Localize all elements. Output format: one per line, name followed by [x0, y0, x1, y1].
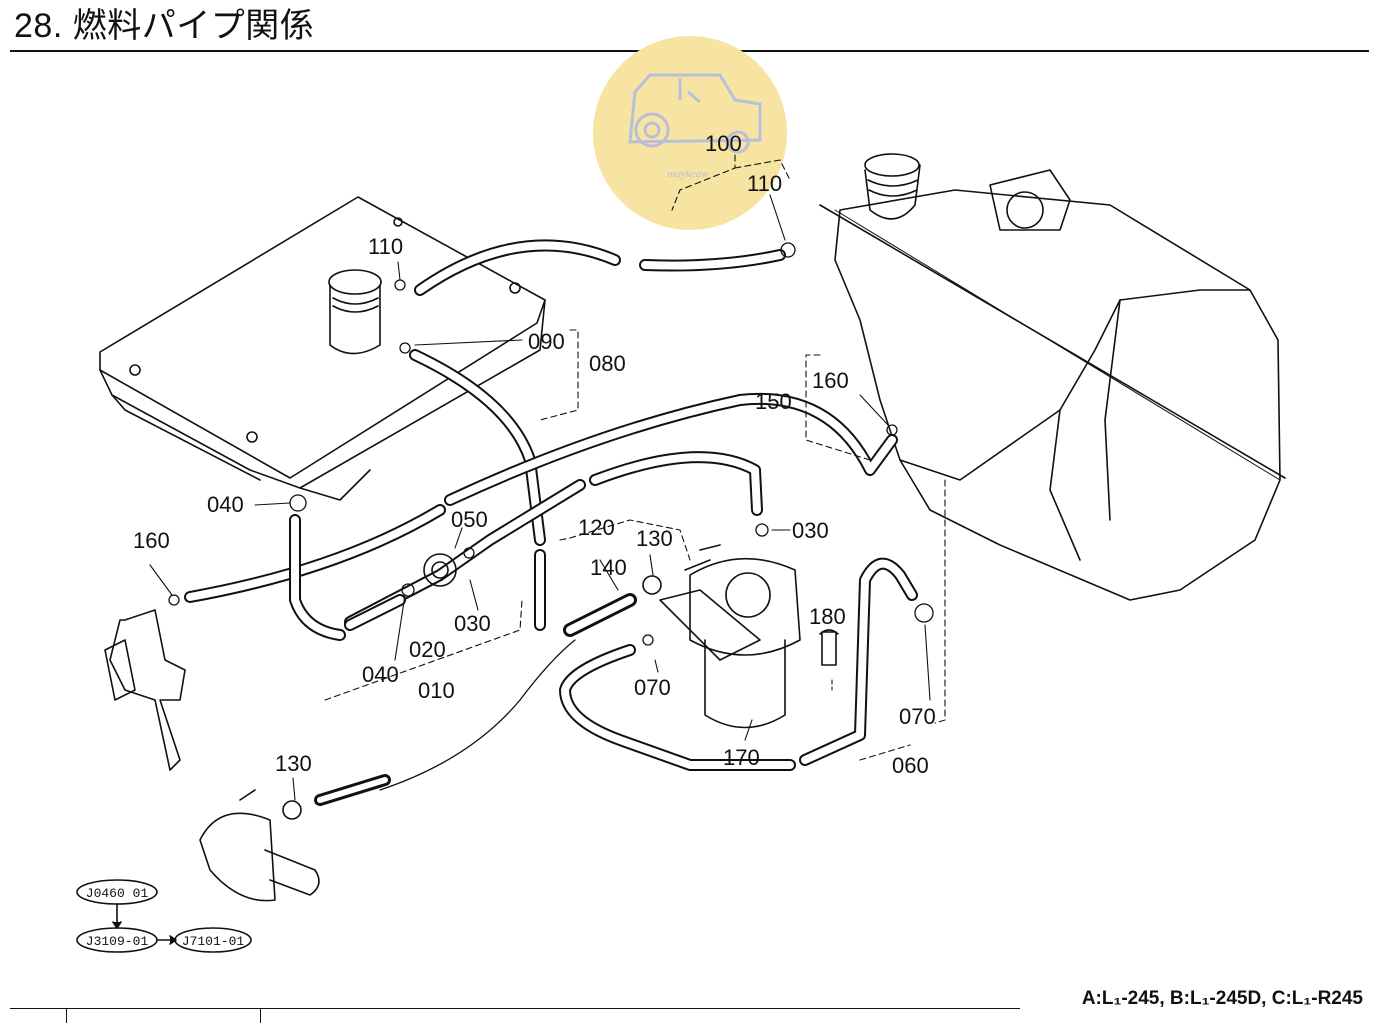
left-fuel-tank [99, 196, 546, 501]
footer-divider [66, 1009, 67, 1023]
footer-table [10, 1008, 1020, 1023]
label-110-left: 110 [368, 234, 403, 259]
ref-codes: J0460 01 J3109-01 J7101-01 [86, 886, 245, 949]
ref-flow [76, 879, 252, 953]
ref-code-j0460: J0460 01 [86, 886, 149, 901]
label-030-right: 030 [792, 518, 829, 543]
label-160-right: 160 [812, 368, 849, 393]
label-120: 120 [578, 515, 615, 540]
leader-lines [149, 154, 946, 801]
label-140: 140 [590, 555, 627, 580]
label-020: 020 [409, 637, 446, 662]
label-180: 180 [809, 604, 846, 629]
watermark-text: maykeaw [668, 168, 710, 180]
clamps [168, 242, 934, 646]
label-010: 010 [418, 678, 455, 703]
ref-code-j3109: J3109-01 [86, 934, 149, 949]
label-150: 150 [755, 389, 792, 414]
footer-divider [260, 1009, 261, 1023]
right-fuel-tank [819, 153, 1286, 601]
label-030-mid: 030 [454, 611, 491, 636]
label-040-low: 040 [362, 662, 399, 687]
label-130-top: 130 [636, 526, 673, 551]
page-title: 28. 燃料パイプ関係 [14, 7, 315, 45]
fuel-pump [199, 774, 391, 902]
label-060: 060 [892, 753, 929, 778]
label-080: 080 [589, 351, 626, 376]
label-100: 100 [705, 131, 742, 156]
label-110-top: 110 [747, 171, 782, 196]
model-applicability: A:L₁-245, B:L₁-245D, C:L₁-R245 [1081, 988, 1363, 1009]
watermark: maykeaw [593, 36, 787, 230]
label-170: 170 [723, 745, 760, 770]
strainer-parts [344, 553, 662, 637]
label-160-left: 160 [133, 528, 170, 553]
label-050: 050 [451, 507, 488, 532]
part-labels: 100 110 110 090 080 150 160 040 050 120 … [133, 131, 936, 778]
injector [104, 609, 186, 771]
tractor-icon [628, 73, 762, 154]
label-070-right: 070 [899, 704, 936, 729]
ref-code-j7101: J7101-01 [182, 934, 245, 949]
label-070-mid: 070 [634, 675, 671, 700]
label-090: 090 [528, 329, 565, 354]
label-040-top: 040 [207, 492, 244, 517]
fuel-filter [659, 544, 839, 729]
label-130-low: 130 [275, 751, 312, 776]
